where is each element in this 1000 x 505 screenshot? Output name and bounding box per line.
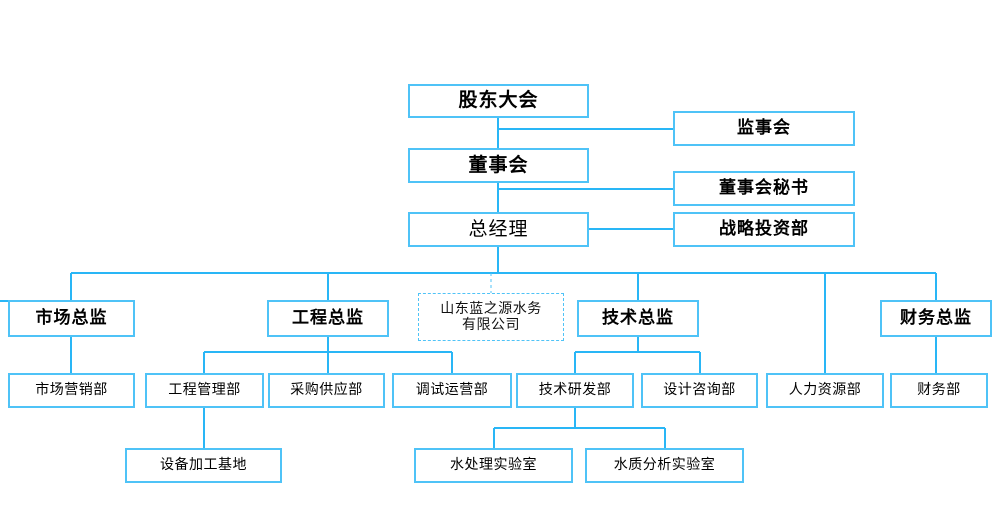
- node-procurement-dept[interactable]: 采购供应部: [268, 373, 385, 408]
- node-engineering-management-dept[interactable]: 工程管理部: [145, 373, 264, 408]
- node-water-treatment-lab[interactable]: 水处理实验室: [414, 448, 573, 483]
- node-board-secretary[interactable]: 董事会秘书: [673, 171, 855, 206]
- node-rnd-dept[interactable]: 技术研发部: [516, 373, 634, 408]
- node-technical-director[interactable]: 技术总监: [577, 300, 699, 337]
- node-hr-dept[interactable]: 人力资源部: [766, 373, 884, 408]
- node-finance-director[interactable]: 财务总监: [880, 300, 992, 337]
- node-market-director[interactable]: 市场总监: [8, 300, 135, 337]
- node-commissioning-operations-dept[interactable]: 调试运营部: [392, 373, 512, 408]
- node-marketing-dept[interactable]: 市场营销部: [8, 373, 135, 408]
- node-strategic-investment-dept[interactable]: 战略投资部: [673, 212, 855, 247]
- node-finance-dept[interactable]: 财务部: [890, 373, 988, 408]
- node-general-manager[interactable]: 总经理: [408, 212, 589, 247]
- node-design-consulting-dept[interactable]: 设计咨询部: [641, 373, 758, 408]
- node-engineering-director[interactable]: 工程总监: [267, 300, 389, 337]
- node-equipment-processing-base[interactable]: 设备加工基地: [125, 448, 282, 483]
- node-water-quality-analysis-lab[interactable]: 水质分析实验室: [585, 448, 744, 483]
- node-shareholders-meeting[interactable]: 股东大会: [408, 84, 589, 118]
- node-board-of-directors[interactable]: 董事会: [408, 148, 589, 183]
- node-board-of-supervisors[interactable]: 监事会: [673, 111, 855, 146]
- node-company-name: 山东蓝之源水务 有限公司: [418, 293, 564, 341]
